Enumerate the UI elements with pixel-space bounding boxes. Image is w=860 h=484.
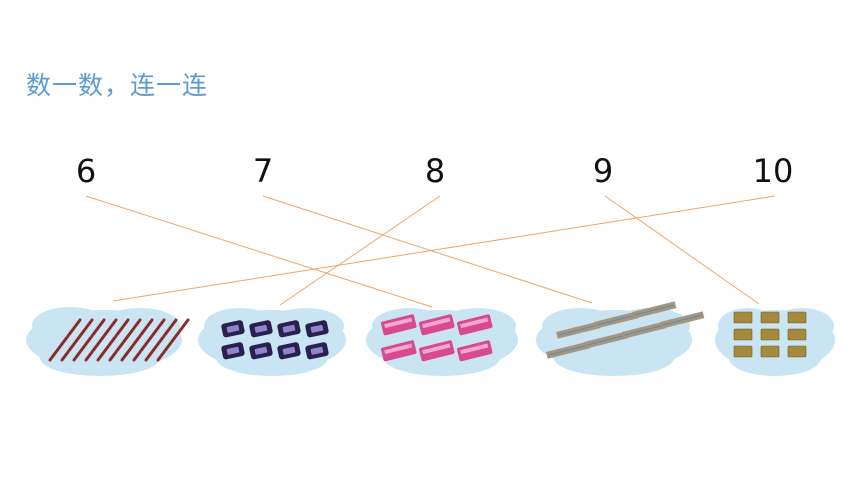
blocks-group	[733, 311, 807, 358]
pencil-cases-group	[380, 314, 493, 362]
match-line	[604, 195, 760, 305]
pencil-case	[418, 340, 455, 362]
block	[733, 328, 753, 341]
stick	[120, 318, 154, 362]
pencil-case	[418, 314, 455, 336]
ruler	[622, 321, 667, 339]
stick	[96, 318, 130, 362]
match-lines	[85, 195, 776, 308]
page-title: 数一数，连一连	[26, 71, 209, 100]
pencil-case	[456, 340, 493, 362]
stick	[48, 318, 82, 362]
block	[760, 328, 780, 341]
block	[787, 311, 807, 324]
stick	[132, 318, 166, 362]
erasers-group	[221, 320, 329, 360]
eraser	[305, 342, 329, 360]
block	[760, 345, 780, 358]
ruler	[632, 301, 677, 319]
stick	[144, 318, 178, 362]
number-10[interactable]: 10	[752, 152, 794, 190]
eraser	[249, 320, 273, 338]
eraser	[277, 320, 301, 338]
pencil-case	[380, 314, 417, 336]
block	[733, 345, 753, 358]
block	[760, 311, 780, 324]
block	[787, 345, 807, 358]
number-9[interactable]: 9	[592, 152, 614, 190]
ruler	[556, 321, 601, 339]
stick	[84, 318, 118, 362]
match-line	[85, 195, 433, 308]
number-7[interactable]: 7	[252, 152, 274, 190]
match-line	[279, 195, 441, 306]
number-8[interactable]: 8	[424, 152, 446, 190]
number-6[interactable]: 6	[75, 152, 97, 190]
stick	[72, 318, 106, 362]
stick	[156, 318, 190, 362]
stick	[108, 318, 142, 362]
pencil-case	[456, 314, 493, 336]
sticks-group	[48, 318, 190, 362]
block	[787, 328, 807, 341]
rulers-group	[546, 301, 705, 359]
eraser	[249, 342, 273, 360]
eraser	[221, 320, 245, 338]
match-line	[112, 195, 776, 302]
stick	[60, 318, 94, 362]
eraser	[221, 342, 245, 360]
ruler	[660, 311, 705, 329]
ruler	[594, 311, 639, 329]
match-line	[262, 195, 593, 304]
ruler	[584, 331, 629, 349]
pencil-case	[380, 340, 417, 362]
eraser	[277, 342, 301, 360]
ruler	[546, 341, 591, 359]
eraser	[305, 320, 329, 338]
block	[733, 311, 753, 324]
